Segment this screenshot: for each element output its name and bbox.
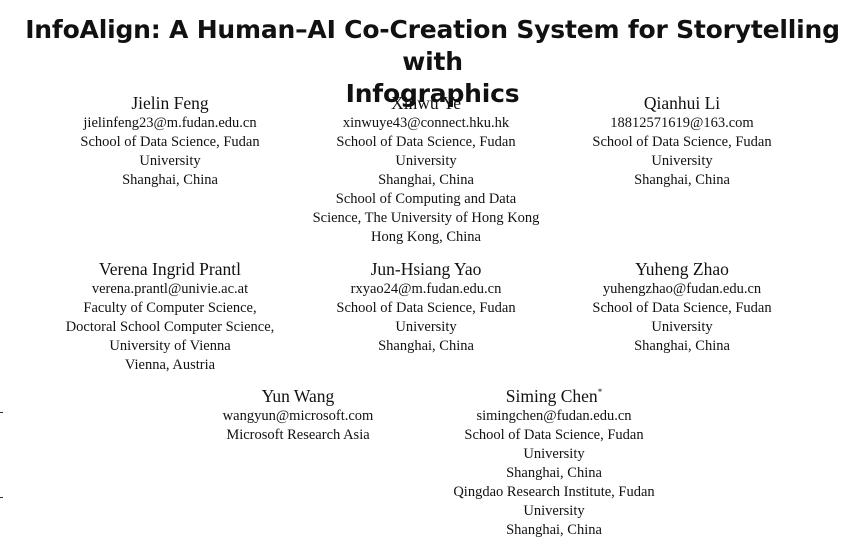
author-affiliation-line: University	[395, 319, 457, 335]
author-affiliation-line: School of Computing and Data	[335, 191, 517, 207]
author-affiliation-line: University	[395, 153, 457, 169]
author-block-yun-wang: Yun Wang wangyun@microsoft.com Microsoft…	[168, 385, 428, 445]
author-name: Jielin Feng	[131, 93, 209, 113]
author-email: yuhengzhao@fudan.edu.cn	[602, 281, 762, 297]
author-affiliation-line: School of Data Science, Fudan	[464, 427, 644, 443]
author-email: wangyun@microsoft.com	[222, 408, 374, 424]
author-affiliation-line: Shanghai, China	[634, 338, 730, 354]
author-block-yuheng-zhao: Yuheng Zhao yuhengzhao@fudan.edu.cn Scho…	[552, 258, 812, 356]
author-block-jun-hsiang-yao: Jun-Hsiang Yao rxyao24@m.fudan.edu.cn Sc…	[296, 258, 556, 356]
author-affiliation-line: University	[523, 503, 585, 519]
author-affiliation-line: School of Data Science, Fudan	[592, 300, 772, 316]
author-affiliation-line: University	[139, 153, 201, 169]
author-name: Jun-Hsiang Yao	[370, 259, 482, 279]
author-email: 18812571619@163.com	[610, 115, 754, 131]
author-affiliation-line: Shanghai, China	[378, 338, 474, 354]
author-email: verena.prantl@univie.ac.at	[91, 281, 249, 297]
author-affiliation-line: University	[651, 319, 713, 335]
author-name: Verena Ingrid Prantl	[99, 259, 241, 279]
author-email: rxyao24@m.fudan.edu.cn	[350, 281, 502, 297]
author-name-text: Siming Chen	[505, 386, 598, 406]
author-affiliation-line: Vienna, Austria	[124, 357, 216, 373]
paper-title-line-1: InfoAlign: A Human–AI Co-Creation System…	[25, 15, 840, 76]
author-name: Yun Wang	[261, 386, 335, 406]
author-affiliation-line: Qingdao Research Institute, Fudan	[453, 484, 655, 500]
corresponding-author-marker: *	[597, 387, 603, 398]
author-affiliation-line: Science, The University of Hong Kong	[312, 210, 540, 226]
author-affiliation-line: Hong Kong, China	[371, 229, 481, 245]
author-block-verena-ingrid-prantl: Verena Ingrid Prantl verena.prantl@univi…	[40, 258, 300, 375]
author-affiliation-line: School of Data Science, Fudan	[336, 300, 516, 316]
author-affiliation-line: Faculty of Computer Science,	[83, 300, 257, 316]
author-name: Qianhui Li	[643, 93, 721, 113]
paper-title: InfoAlign: A Human–AI Co-Creation System…	[0, 14, 865, 110]
left-edge-mark	[0, 497, 3, 498]
author-block-jielin-feng: Jielin Feng jielinfeng23@m.fudan.edu.cn …	[40, 92, 300, 190]
author-affiliation-line: School of Data Science, Fudan	[336, 134, 516, 150]
left-edge-mark	[0, 412, 3, 413]
author-email: simingchen@fudan.edu.cn	[476, 408, 632, 424]
author-name: Yuheng Zhao	[635, 259, 729, 279]
author-name: Xinwu Ye	[390, 93, 462, 113]
author-affiliation-line: Shanghai, China	[506, 465, 602, 481]
author-block-xinwu-ye: Xinwu Ye xinwuye43@connect.hku.hk School…	[296, 92, 556, 247]
author-email: jielinfeng23@m.fudan.edu.cn	[83, 115, 257, 131]
author-affiliation-line: Shanghai, China	[378, 172, 474, 188]
author-affiliation-line: University of Vienna	[109, 338, 231, 354]
author-affiliation-line: University	[523, 446, 585, 462]
author-affiliation-line: Shanghai, China	[506, 522, 602, 538]
author-email: xinwuye43@connect.hku.hk	[342, 115, 510, 131]
author-affiliation-line: School of Data Science, Fudan	[80, 134, 260, 150]
author-affiliation-line: Shanghai, China	[122, 172, 218, 188]
author-affiliation-line: Doctoral School Computer Science,	[65, 319, 275, 335]
author-affiliation-line: Shanghai, China	[634, 172, 730, 188]
author-affiliation-line: University	[651, 153, 713, 169]
author-name: Siming Chen*	[424, 385, 684, 407]
author-block-siming-chen: Siming Chen* simingchen@fudan.edu.cn Sch…	[424, 385, 684, 540]
paper-title-line-2: Infographics	[345, 79, 520, 108]
author-block-qianhui-li: Qianhui Li 18812571619@163.com School of…	[552, 92, 812, 190]
author-affiliation-line: Microsoft Research Asia	[226, 427, 370, 443]
author-affiliation-line: School of Data Science, Fudan	[592, 134, 772, 150]
